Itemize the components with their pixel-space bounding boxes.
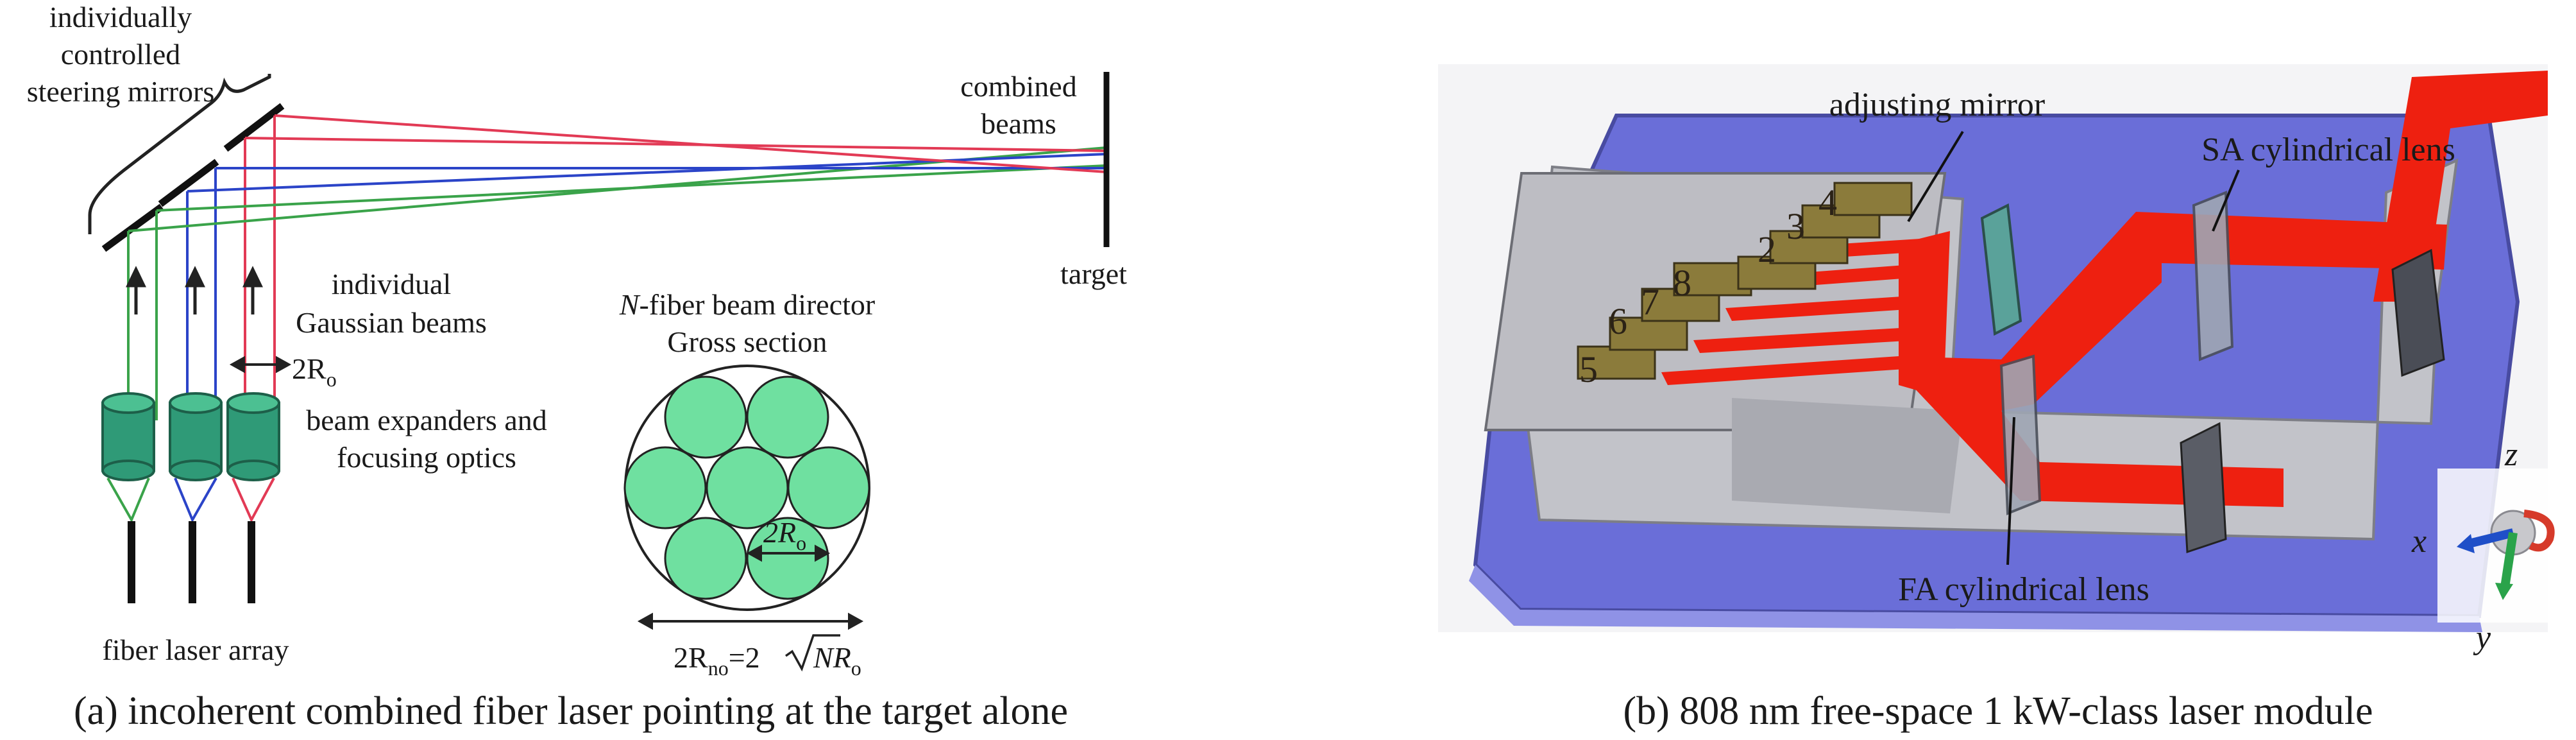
expander-label-2: focusing optics: [337, 441, 516, 474]
num-4: 4: [1818, 182, 1837, 223]
panel-b: adjusting mirror SA cylindrical lens FA …: [1438, 64, 2555, 733]
leader-lines: [1907, 130, 2240, 565]
upward-arrows: [126, 266, 263, 314]
axis-y-arrow: [2500, 531, 2518, 589]
formula-rad: N: [813, 641, 835, 674]
gaussian-label-2: Gaussian beams: [296, 306, 487, 339]
fiber-laser-array: [128, 521, 255, 603]
housing-rim: [1469, 565, 2482, 632]
diode-8: [1833, 182, 1913, 216]
radius-label-base: 2R: [292, 352, 326, 385]
num-2: 2: [1758, 228, 1776, 270]
gaussian-label-1: individual: [332, 268, 452, 300]
floor-shadow: [1732, 398, 1963, 513]
fiber-core-top-left: [664, 375, 747, 459]
steering-mirror-2: [158, 159, 219, 207]
inner-radius-sub: o: [796, 531, 806, 555]
formula-rhs: R: [833, 641, 851, 674]
inner-radius-label: 2Ro: [763, 516, 806, 555]
fold-mirror-right: [2391, 248, 2445, 377]
beam-exit-segment: [2373, 71, 2548, 302]
beam-fan-2: [1693, 327, 1918, 353]
fiber-core-bottom-right: [746, 517, 829, 600]
steering-label-3: steering mirrors: [27, 75, 215, 108]
axis-z-rotation: [2523, 510, 2555, 552]
num-6: 6: [1609, 300, 1627, 342]
target-label: target: [1060, 257, 1127, 290]
diode-1: [1577, 345, 1656, 380]
combined-label-2: beams: [981, 107, 1056, 140]
array-label: fiber laser array: [102, 633, 289, 666]
outer-dimension-arrow: [637, 612, 864, 630]
radius-label: 2Ro: [292, 352, 337, 391]
beam-fan-3: [1725, 295, 1928, 321]
num-3: 3: [1786, 205, 1805, 247]
fiber-core-mid-right: [787, 446, 870, 529]
formula-rhs-sub: o: [851, 657, 861, 680]
lens-red: [226, 392, 280, 481]
expander-label-1: beam expanders and: [306, 404, 547, 436]
fold-mirror-bottom: [2180, 422, 2227, 554]
green-beam-lower: [156, 164, 1107, 212]
axis-x-arrow: [2465, 528, 2514, 549]
formula-lhs: 2R: [674, 641, 708, 674]
inner-radius-base: 2R: [763, 516, 796, 549]
beam-expanders: [101, 392, 280, 481]
sa-cylindrical-lens: [2192, 191, 2234, 361]
num-5: 5: [1579, 348, 1598, 390]
beam-combiner: [1899, 231, 1950, 398]
steering-label-1: individually: [49, 1, 192, 33]
blue-beam-upper: [187, 153, 1107, 193]
director-label-rest: -fiber beam director: [639, 288, 875, 321]
formula-eq: =2: [729, 641, 760, 674]
fiber-core-mid-left: [623, 446, 707, 529]
radius-label-sub: o: [326, 368, 337, 391]
axis-triad: z x y: [2411, 436, 2555, 656]
panel-a: individually controlled steering mirrors…: [27, 1, 1127, 733]
red-beam-upper: [244, 137, 1107, 152]
beam-director-cross-section: [623, 365, 870, 630]
lens-green: [101, 392, 155, 481]
director-label-1: N-fiber beam director: [619, 288, 876, 321]
fa-cylindrical-lens: [1999, 354, 2042, 515]
diode-stack: [1577, 182, 1913, 380]
adjusting-mirror: [1980, 203, 2022, 336]
diode-numbers: 2 3 4 5 6 7 8: [1579, 182, 1837, 390]
formula-radical: [784, 634, 840, 672]
axis-z-label: z: [2504, 436, 2518, 473]
beam-lines: [127, 114, 1107, 420]
svg-text:2Rno=2: 2Rno=2: [674, 641, 760, 680]
sa-lens-label: SA cylindrical lens: [2201, 132, 2455, 168]
adjusting-mirror-label: adjusting mirror: [1829, 87, 2046, 123]
caption-a: (a) incoherent combined fiber laser poin…: [74, 689, 1068, 733]
steering-mirror-3: [223, 103, 285, 152]
fiber-cones: [106, 478, 275, 523]
director-formula: 2Rno=2 NRo: [674, 634, 861, 680]
steering-label-2: controlled: [61, 38, 181, 71]
num-7: 7: [1641, 281, 1659, 323]
svg-text:NRo: NRo: [813, 641, 861, 680]
beam-path: [1661, 71, 2548, 507]
caption-b: (b) 808 nm free-space 1 kW-class laser m…: [1623, 689, 2373, 733]
director-label-2: Gross section: [667, 325, 827, 358]
fa-lens-label: FA cylindrical lens: [1898, 571, 2149, 608]
fiber-core-top-right: [746, 375, 829, 459]
combined-label-1: combined: [960, 70, 1076, 103]
axis-x-label: x: [2411, 523, 2427, 560]
radius-dimension: [229, 356, 292, 374]
inner-dimension-arrow: [746, 544, 831, 562]
beam-fan-1: [1661, 356, 1905, 385]
director-label-n: N: [619, 288, 641, 321]
num-8: 8: [1673, 262, 1691, 304]
lens-blue: [169, 392, 223, 481]
fiber-core-bottom-left: [664, 517, 747, 600]
formula-lhs-sub: no: [708, 657, 729, 680]
axis-y-label: y: [2473, 619, 2491, 656]
steering-mirror-1: [101, 203, 164, 252]
mirror-brace: [88, 74, 271, 234]
red-beam-lower: [274, 114, 1107, 173]
